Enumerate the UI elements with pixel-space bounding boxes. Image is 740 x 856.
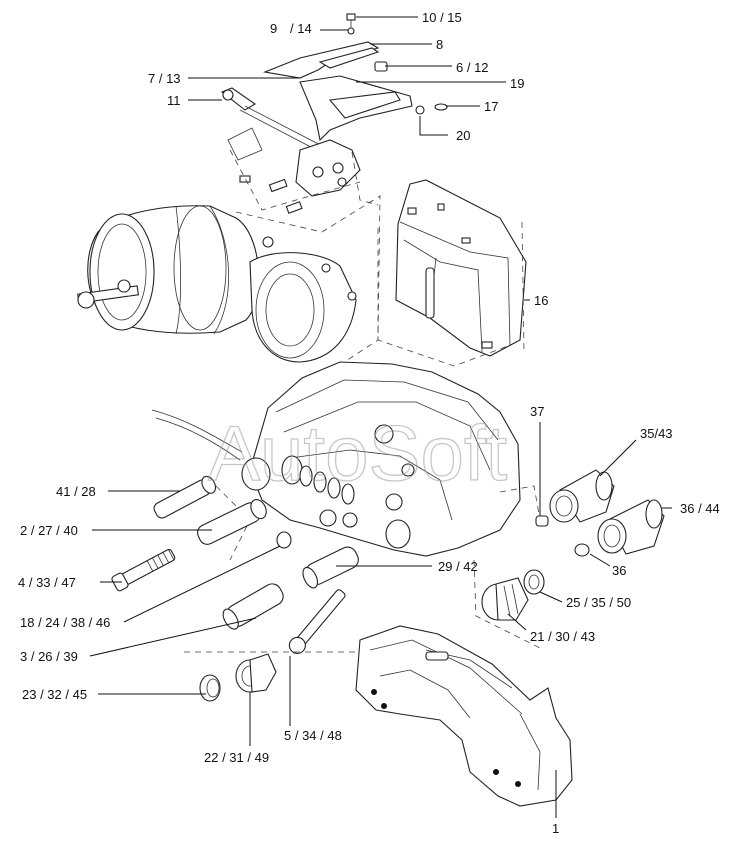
label-2-27-40: 2 / 27 / 40 — [20, 523, 78, 538]
label-41-28: 41 / 28 — [56, 484, 96, 499]
label-18-24-38-46: 18 / 24 / 38 / 46 — [20, 615, 110, 630]
callout-labels: 10 / 15 9 / 14 8 6 / 12 7 / 13 19 11 17 … — [18, 10, 720, 836]
label-16: 16 — [534, 293, 548, 308]
label-7-13: 7 / 13 — [148, 71, 181, 86]
label-22-31-49: 22 / 31 / 49 — [204, 750, 269, 765]
label-1: 1 — [552, 821, 559, 836]
carrier-bracket — [355, 625, 573, 807]
watermark-text: AutoSoft — [208, 409, 508, 497]
label-17: 17 — [484, 99, 498, 114]
label-20: 20 — [456, 128, 470, 143]
label-8: 8 — [436, 37, 443, 52]
label-25-35-50: 25 / 35 / 50 — [566, 595, 631, 610]
label-5-34-48: 5 / 34 / 48 — [284, 728, 342, 743]
left-small-parts — [111, 475, 385, 702]
leader-lines — [89, 16, 672, 818]
label-21-30-43: 21 / 30 / 43 — [530, 629, 595, 644]
label-35-43: 35/43 — [640, 426, 673, 441]
label-11: 11 — [167, 93, 181, 108]
label-29-42: 29 / 42 — [438, 559, 478, 574]
label-37: 37 — [530, 404, 544, 419]
label-19: 19 — [510, 76, 524, 91]
label-36: 36 — [612, 563, 626, 578]
label-6-12: 6 / 12 — [456, 60, 489, 75]
label-23-32-45: 23 / 32 / 45 — [22, 687, 87, 702]
caliper-body — [151, 361, 541, 649]
label-10-15: 10 / 15 — [422, 10, 462, 25]
label-9: 9 — [270, 21, 277, 36]
top-bracket-assembly — [220, 13, 448, 214]
label-14: / 14 — [290, 21, 312, 36]
brake-chamber — [77, 195, 381, 379]
brake-pad-housing — [377, 179, 527, 367]
label-3-26-39: 3 / 26 / 39 — [20, 649, 78, 664]
label-4-33-47: 4 / 33 / 47 — [18, 575, 76, 590]
label-36-44: 36 / 44 — [680, 501, 720, 516]
right-small-parts — [385, 469, 665, 621]
